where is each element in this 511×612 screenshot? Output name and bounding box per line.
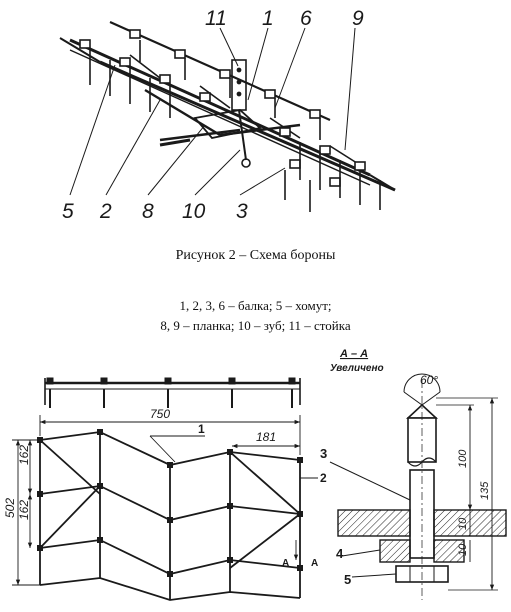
plan-dimension-labels: 750 181 502 162 162 [3, 407, 276, 520]
dim-10-bottom: 10 [457, 543, 469, 556]
callout-8: 8 [142, 200, 154, 223]
callout-9: 9 [352, 7, 364, 30]
callout-5: 5 [62, 200, 74, 223]
figure-title: Рисунок 2 – Схема бороны [175, 248, 336, 263]
plan-part-labels: 1 2 A A [198, 422, 327, 569]
legend-line-2: 8, 9 – планка; 10 – зуб; 11 – стойка [160, 318, 351, 333]
dim-135: 135 [479, 481, 491, 500]
section-title: А – А [339, 348, 368, 360]
section-part-3: 3 [320, 446, 327, 461]
section-mark-right: A [311, 558, 318, 569]
part-label-1: 1 [198, 422, 205, 436]
legend-line-1: 1, 2, 3, 6 – балка; 5 – хомут; [179, 298, 332, 313]
callout-numbers: 11 1 6 9 5 2 8 10 3 [62, 7, 364, 223]
dim-100: 100 [457, 449, 469, 468]
section-part-4: 4 [336, 546, 344, 561]
section-view [329, 373, 507, 600]
section-angle: 60° [420, 373, 438, 387]
section-labels: А – А Увеличено 60° 100 10 10 135 3 4 5 [320, 348, 491, 587]
dim-width: 750 [150, 407, 170, 421]
dim-height: 502 [3, 498, 17, 518]
dim-offset: 181 [256, 430, 276, 444]
callout-11: 11 [205, 7, 227, 30]
dim-cell-top: 162 [17, 445, 31, 465]
isometric-harrow [59, 20, 396, 212]
callout-leaders [69, 27, 356, 196]
plan-view [37, 429, 303, 601]
section-mark-left: A [282, 558, 289, 569]
dim-10-top: 10 [457, 517, 469, 530]
callout-2: 2 [99, 200, 112, 223]
callout-3: 3 [236, 200, 248, 223]
callout-6: 6 [300, 7, 312, 30]
section-part-5: 5 [344, 572, 351, 587]
part-label-2: 2 [320, 471, 327, 485]
plan-dimensions [12, 415, 318, 586]
callout-10: 10 [182, 200, 206, 223]
callout-1: 1 [262, 7, 274, 30]
dim-cell-mid: 162 [17, 500, 31, 520]
side-elevation [44, 377, 301, 408]
section-subtitle: Увеличено [330, 363, 384, 374]
